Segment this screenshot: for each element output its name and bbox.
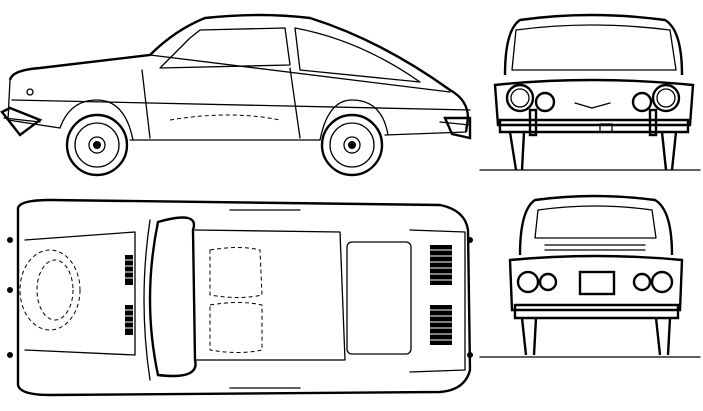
rear-view bbox=[479, 194, 701, 358]
side-view bbox=[0, 13, 472, 177]
front-wheel bbox=[65, 113, 129, 177]
front-view bbox=[479, 13, 701, 171]
rear-wheel bbox=[320, 113, 384, 177]
top-view bbox=[7, 198, 473, 397]
